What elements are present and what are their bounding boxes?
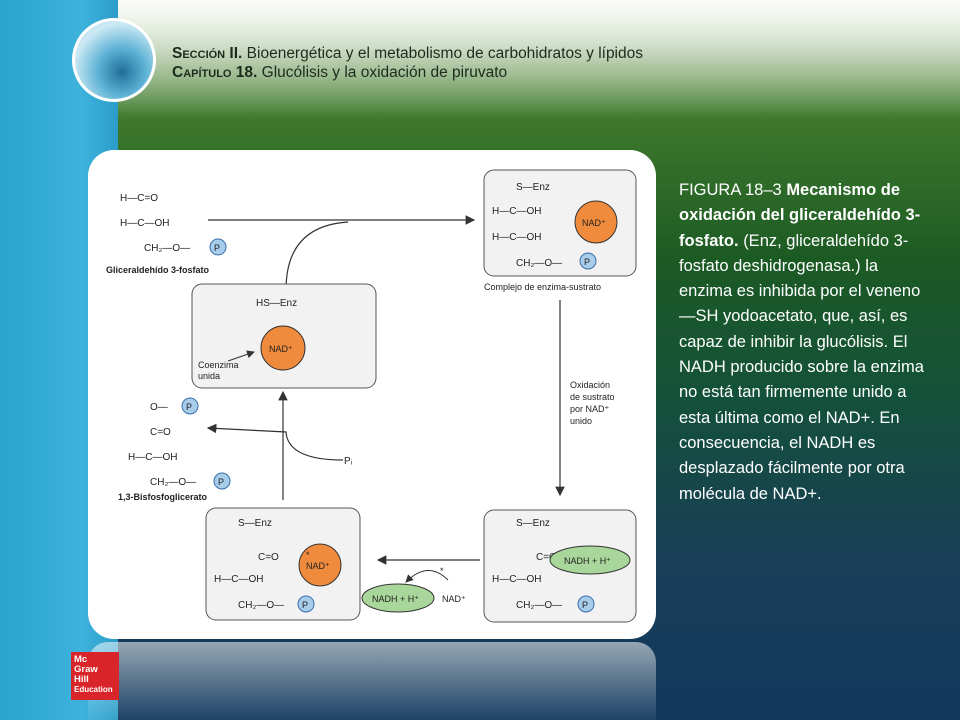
complex-label: Complejo de enzima-sustrato — [484, 282, 601, 292]
nad-circle-icon — [298, 543, 342, 587]
oxidation-line-2: de sustrato — [570, 392, 615, 402]
nad-label: NAD⁺ — [306, 561, 330, 571]
regenerated-co: C=O — [258, 552, 279, 563]
substrate-label: Gliceraldehído 3-fosfato — [106, 265, 210, 275]
nadh-complex-hcoh: H—C—OH — [492, 574, 541, 585]
pi-label: Pᵢ — [344, 456, 353, 467]
logo-line-4: Education — [74, 685, 113, 694]
arrow-phosphorolysis — [206, 423, 344, 461]
product-o: O— — [150, 402, 168, 413]
complex-ch2o: CH₂—O— — [516, 258, 562, 269]
regenerated-ch2o: CH₂—O— — [238, 600, 284, 611]
header-background — [118, 0, 960, 120]
figure-label: FIGURA 18‒3 — [679, 181, 782, 199]
regenerated-box — [205, 507, 361, 621]
coenzyme-label-2: unida — [198, 371, 220, 381]
phosphate-icon — [181, 397, 199, 415]
phosphate-icon — [577, 595, 595, 613]
nadh-complex-ch2o: CH₂—O— — [516, 600, 562, 611]
complex-hcoh-2: H—C—OH — [492, 232, 541, 243]
hs-enz-label: HS—Enz — [256, 298, 297, 309]
arrow-release — [405, 570, 449, 583]
logo-line-1: Mc — [74, 654, 88, 665]
nadh-label: NADH + H⁺ — [564, 556, 611, 566]
phosphate-icon — [213, 472, 231, 490]
section-line: Sección II. Bioenergética y el metabolis… — [172, 44, 732, 63]
nad-circle-icon — [574, 200, 618, 244]
released-nadh-label: NADH + H⁺ — [372, 594, 419, 604]
oxidation-line-1: Oxidación — [570, 380, 610, 390]
product-co: C=O — [150, 427, 171, 438]
product-label: 1,3-Bisfosfoglicerato — [118, 492, 208, 502]
oxidation-line-4: unido — [570, 416, 592, 426]
publisher-logo: Mc Graw Hill Education — [71, 652, 119, 700]
figure-body: (Enz, gliceraldehído 3-fosfato deshidrog… — [679, 231, 924, 503]
phosphate-label: P — [302, 600, 308, 610]
diagram-card: H—C=O H—C—OH CH₂—O— P Gliceraldehído 3-f… — [88, 150, 656, 639]
product-hcoh: H—C—OH — [128, 452, 177, 463]
chapter-line: Capítulo 18. Glucólisis y la oxidación d… — [172, 63, 732, 82]
coenzyme-label-1: Coenzima — [198, 360, 239, 370]
substrate-ch2o: CH₂—O— — [144, 243, 190, 254]
oxidation-label: Oxidación de sustrato por NAD⁺ unido — [570, 380, 615, 426]
chapter-prefix: Capítulo 18. — [172, 64, 258, 81]
enzyme-substrate-complex: S—Enz H—C—OH H—C—OH CH₂—O— P NAD⁺ Comple… — [483, 169, 637, 292]
section-title: Bioenergética y el metabolismo de carboh… — [246, 45, 643, 62]
phosphate-label: P — [218, 477, 224, 487]
nadh-complex-co: C=O — [536, 552, 557, 563]
chapter-title: Glucólisis y la oxidación de piruvato — [261, 64, 508, 81]
product-structure: O— P C=O H—C—OH CH₂—O— P 1,3-Bisfosfogli… — [118, 397, 231, 502]
slide-header: Sección II. Bioenergética y el metabolis… — [172, 44, 732, 82]
regenerated-hcoh: H—C—OH — [214, 574, 263, 585]
substrate-hcoh: H—C—OH — [120, 218, 169, 229]
phosphate-icon — [209, 238, 227, 256]
logo-line-3: Hill — [74, 674, 89, 685]
complex-box — [483, 169, 637, 277]
enzyme-coenzyme-box: HS—Enz NAD⁺ Coenzima unida — [191, 283, 377, 389]
regenerated-senz: S—Enz — [238, 518, 272, 529]
phosphate-icon — [579, 252, 597, 270]
nad-label: NAD⁺ — [582, 218, 606, 228]
diagram-reflection — [88, 642, 656, 720]
phosphate-icon — [297, 595, 315, 613]
star-mark: * — [306, 550, 310, 560]
glyceraldehyde-oxidation-diagram: H—C=O H—C—OH CH₂—O— P Gliceraldehído 3-f… — [106, 169, 637, 623]
coenzyme-pointer — [227, 350, 255, 362]
nad-circle-icon — [260, 325, 306, 371]
complex-hcoh-1: H—C—OH — [492, 206, 541, 217]
arrow-enzyme-join — [285, 221, 349, 291]
figure-caption: FIGURA 18‒3 Mecanismo de oxidación del g… — [679, 178, 929, 507]
section-prefix: Sección II. — [172, 45, 243, 62]
star-mark: * — [440, 566, 444, 576]
complex-senz: S—Enz — [516, 182, 550, 193]
logo-line-2: Graw — [74, 664, 98, 675]
nadh-complex: S—Enz C=O H—C—OH CH₂—O— P NADH + H⁺ — [483, 509, 637, 623]
regenerated-complex: S—Enz C=O H—C—OH CH₂—O— P NAD⁺ * — [205, 507, 361, 621]
released-nadh-icon — [361, 583, 435, 613]
oxidation-line-3: por NAD⁺ — [570, 404, 610, 414]
incoming-nad-label: NAD⁺ — [442, 594, 466, 604]
nadh-ellipse-icon — [549, 545, 631, 575]
nadh-complex-senz: S—Enz — [516, 518, 550, 529]
section-logo-image — [72, 18, 156, 102]
phosphate-label: P — [582, 600, 588, 610]
phosphate-label: P — [584, 257, 590, 267]
figure-title: Mecanismo de oxidación del gliceraldehíd… — [679, 181, 921, 250]
substrate-hco: H—C=O — [120, 193, 158, 204]
phosphate-label: P — [186, 402, 192, 412]
nad-label: NAD⁺ — [269, 344, 293, 354]
substrate-structure: H—C=O H—C—OH CH₂—O— P Gliceraldehído 3-f… — [106, 193, 227, 275]
product-ch2o: CH₂—O— — [150, 477, 196, 488]
phosphate-label: P — [214, 243, 220, 253]
